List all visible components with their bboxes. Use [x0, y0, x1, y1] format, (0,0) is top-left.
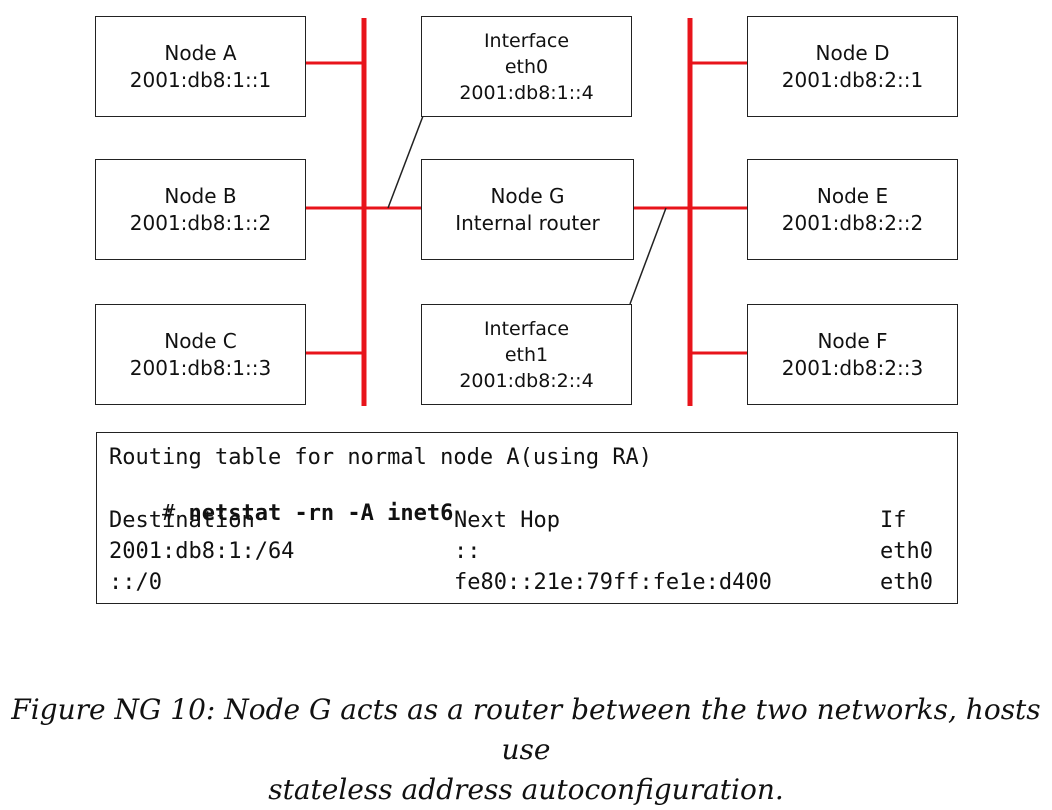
node-e-address: 2001:db8:2::2 [781, 210, 924, 235]
interface-eth0-address: 2001:db8:1::4 [459, 81, 594, 104]
node-c-name: Node C [164, 328, 237, 353]
caption-line-2: stateless address autoconfiguration. [268, 773, 784, 806]
node-d-name: Node D [815, 40, 890, 65]
row-2-destination: ::/0 [109, 570, 162, 595]
node-e-box: Node E 2001:db8:2::2 [747, 159, 958, 260]
eth0-callout-line [387, 115, 424, 209]
interface-eth1-address: 2001:db8:2::4 [459, 369, 594, 392]
caption-line-1: Figure NG 10: Node G acts as a router be… [11, 693, 1041, 766]
network-diagram [305, 18, 747, 406]
interface-eth0-box: Interface eth0 2001:db8:1::4 [421, 16, 632, 117]
header-destination: Destination [109, 508, 255, 533]
figure-caption: Figure NG 10: Node G acts as a router be… [0, 690, 1052, 810]
node-e-name: Node E [816, 183, 889, 208]
command-text: netstat -rn -A inet6 [188, 501, 454, 526]
interface-eth1-label: Interface [483, 317, 570, 340]
node-b-name: Node B [164, 183, 237, 208]
node-c-address: 2001:db8:1::3 [129, 355, 272, 380]
node-a-box: Node A 2001:db8:1::1 [95, 16, 306, 117]
node-f-address: 2001:db8:2::3 [781, 355, 924, 380]
row-1-next-hop: :: [454, 539, 481, 564]
header-interface: If [880, 508, 907, 533]
row-1-destination: 2001:db8:1:/64 [109, 539, 295, 564]
command-prompt: # [161, 501, 176, 526]
node-b-box: Node B 2001:db8:1::2 [95, 159, 306, 260]
node-d-box: Node D 2001:db8:2::1 [747, 16, 958, 117]
row-2-interface: eth0 [880, 570, 933, 595]
node-c-box: Node C 2001:db8:1::3 [95, 304, 306, 405]
interface-eth1-box: Interface eth1 2001:db8:2::4 [421, 304, 632, 405]
node-f-box: Node F 2001:db8:2::3 [747, 304, 958, 405]
command-line: # netstat -rn -A inet6 [109, 476, 453, 551]
row-2-next-hop: fe80::21e:79ff:fe1e:d400 [454, 570, 772, 595]
node-g-box: Node G Internal router [421, 159, 634, 260]
routing-table-title: Routing table for normal node A(using RA… [109, 445, 653, 470]
interface-eth0-name: eth0 [504, 55, 549, 78]
eth1-callout-line [629, 207, 667, 305]
interface-eth0-label: Interface [483, 29, 570, 52]
row-1-interface: eth0 [880, 539, 933, 564]
node-a-name: Node A [164, 40, 237, 65]
interface-eth1-name: eth1 [504, 343, 549, 366]
node-g-name: Node G [490, 183, 565, 208]
node-d-address: 2001:db8:2::1 [781, 67, 924, 92]
node-a-address: 2001:db8:1::1 [129, 67, 272, 92]
header-next-hop: Next Hop [454, 508, 560, 533]
node-f-name: Node F [817, 328, 888, 353]
node-g-role: Internal router [455, 210, 600, 235]
node-b-address: 2001:db8:1::2 [129, 210, 272, 235]
routing-table-box: Routing table for normal node A(using RA… [96, 432, 958, 604]
